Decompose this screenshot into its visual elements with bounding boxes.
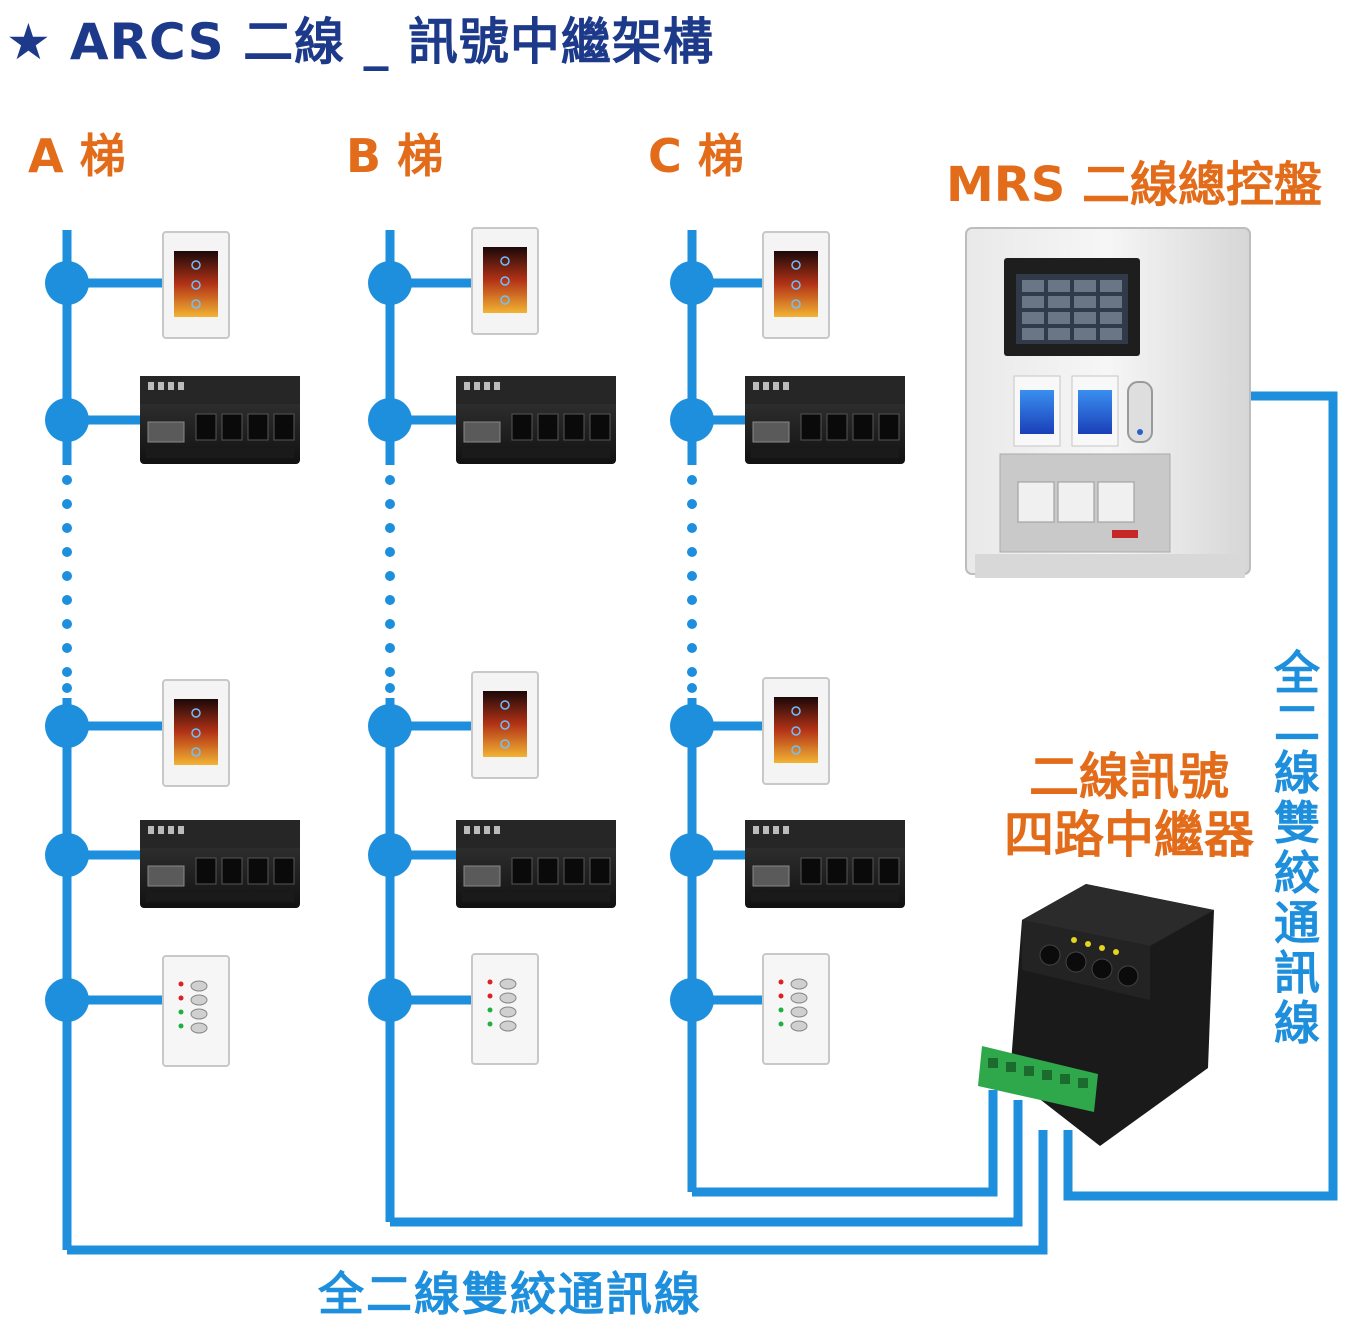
relay-module bbox=[744, 819, 906, 909]
touch-panel bbox=[471, 227, 539, 335]
button-switch bbox=[162, 955, 230, 1067]
button-switch bbox=[762, 953, 830, 1065]
relay-module bbox=[744, 375, 906, 465]
relay-module bbox=[455, 819, 617, 909]
repeater-device bbox=[978, 884, 1214, 1146]
touch-panel bbox=[162, 231, 230, 339]
side-bus-label: 全二線雙絞通訊線 bbox=[1274, 646, 1320, 1050]
page-title: ★ ARCS 二線 _ 訊號中繼架構 bbox=[6, 2, 714, 74]
control-panel-label: MRS 二線總控盤 bbox=[946, 157, 1323, 213]
star-icon: ★ bbox=[6, 13, 52, 71]
repeater-label-line2: 四路中繼器 bbox=[1004, 806, 1254, 864]
bottom-bus-label: 全二線雙絞通訊線 bbox=[318, 1267, 702, 1321]
repeater-label-line1: 二線訊號 bbox=[1029, 748, 1229, 806]
dotted-continuation bbox=[62, 475, 697, 693]
button-switch bbox=[471, 953, 539, 1065]
touch-panel bbox=[471, 671, 539, 779]
junction-nodes bbox=[45, 261, 714, 1022]
relay-module bbox=[139, 819, 301, 909]
touch-panel bbox=[762, 677, 830, 785]
stair-label-a: A 梯 bbox=[28, 129, 126, 183]
control-panel-cabinet bbox=[965, 227, 1251, 578]
touch-panel bbox=[762, 231, 830, 339]
page-title-text: ARCS 二線 _ 訊號中繼架構 bbox=[69, 13, 714, 71]
repeater-label: 二線訊號 四路中繼器 bbox=[1004, 748, 1254, 864]
relay-module bbox=[139, 375, 301, 465]
touch-panel bbox=[162, 679, 230, 787]
stair-label-b: B 梯 bbox=[346, 129, 444, 183]
stair-label-c: C 梯 bbox=[648, 129, 744, 183]
relay-module bbox=[455, 375, 617, 465]
